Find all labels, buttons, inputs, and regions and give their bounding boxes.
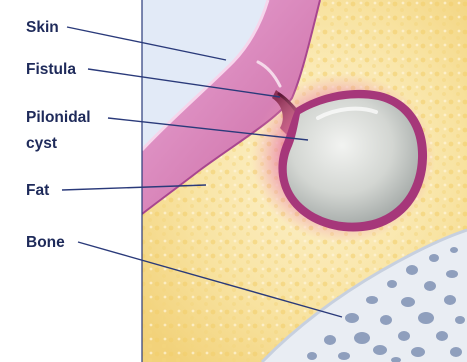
label-bone: Bone bbox=[26, 234, 65, 251]
label-skin: Skin bbox=[26, 19, 59, 36]
cyst-interior bbox=[287, 98, 418, 222]
label-cyst: cyst bbox=[26, 135, 57, 152]
label-fistula: Fistula bbox=[26, 61, 76, 78]
label-fat: Fat bbox=[26, 182, 49, 199]
label-pilonidal: Pilonidal bbox=[26, 109, 91, 126]
left-background bbox=[0, 0, 142, 362]
